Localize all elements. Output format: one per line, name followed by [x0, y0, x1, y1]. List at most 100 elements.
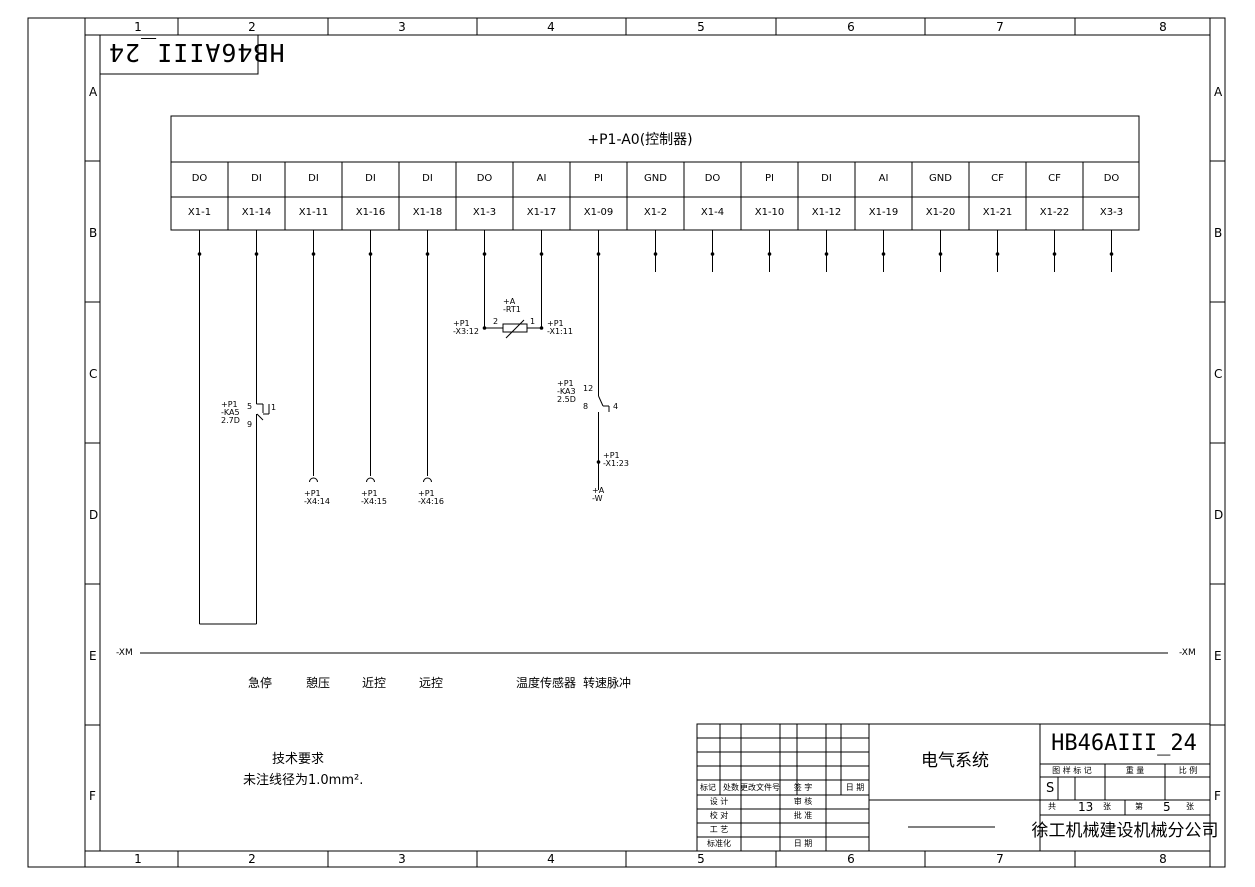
- x4-14-ref: +P1 -X4:14: [304, 489, 330, 506]
- revision-header: 日 期: [845, 783, 865, 792]
- title-company: 徐工机械建设机械分公司: [1031, 821, 1219, 841]
- junction-dot: [254, 252, 259, 256]
- title-block-lines: [696, 723, 1211, 852]
- title-sheet-unit-1: 张: [1103, 802, 1111, 811]
- terminal-cell: X1-17: [526, 207, 557, 218]
- junction-dot: [368, 252, 373, 256]
- junction-dot: [1109, 252, 1114, 256]
- revision-header: 标记: [700, 783, 716, 792]
- terminal-cell: X1-12: [811, 207, 842, 218]
- junction-dot: [425, 252, 430, 256]
- signal-type-cell: PI: [765, 173, 774, 184]
- title-h-weight: 重 量: [1125, 766, 1145, 775]
- terminal-cell: X1-19: [868, 207, 899, 218]
- controller-title: +P1-A0(控制器): [587, 132, 693, 148]
- signal-type-cell: GND: [644, 173, 667, 184]
- column-number-bottom: 8: [1159, 852, 1167, 866]
- junction-dot: [596, 252, 601, 256]
- junction-dot: [482, 326, 487, 330]
- title-total-label: 共: [1048, 802, 1056, 811]
- x4-15-ref: +P1 -X4:15: [361, 489, 387, 506]
- ka5-pin-1: 1: [271, 403, 277, 412]
- signal-type-cell: AI: [536, 173, 547, 184]
- row-letter-right: E: [1214, 649, 1222, 663]
- signal-type-cell: CF: [1048, 173, 1061, 184]
- signal-type-cell: DO: [704, 173, 721, 184]
- signal-type-cell: DI: [365, 173, 376, 184]
- w-ref: +A -W: [592, 486, 605, 503]
- column-number-top: 8: [1159, 20, 1167, 34]
- row-letter-left: A: [89, 85, 98, 99]
- junction-dot: [938, 252, 943, 256]
- signal-type-cell: DI: [308, 173, 319, 184]
- notes-line: 未注线径为1.0mm².: [243, 773, 364, 788]
- junction-dot: [311, 252, 316, 256]
- terminal-cell: X1-1: [187, 207, 212, 218]
- title-sheet-unit-2: 张: [1186, 802, 1194, 811]
- rt1-pin-2: 2: [493, 317, 499, 326]
- row-letter-left: D: [89, 508, 99, 522]
- signature-label: 校 对: [709, 811, 729, 820]
- row-ticks: [85, 160, 1225, 726]
- title-sheet-no: 5: [1163, 800, 1171, 814]
- signal-type-cell: PI: [594, 173, 603, 184]
- function-label: 远控: [419, 676, 444, 690]
- column-ticks: [177, 18, 1076, 867]
- column-number-top: 5: [697, 20, 705, 34]
- terminal-cell: X1-20: [925, 207, 956, 218]
- row-letter-left: F: [89, 789, 96, 803]
- rt1-left-connector: +P1 -X3:12: [453, 319, 479, 336]
- terminal-cell: X1-11: [298, 207, 329, 218]
- column-number-bottom: 2: [248, 852, 256, 866]
- title-sheet-label: 第: [1135, 802, 1143, 811]
- ka5-pin-9: 9: [247, 420, 253, 429]
- junction-dot: [653, 252, 658, 256]
- row-letter-left: C: [89, 367, 98, 381]
- function-label: 近控: [362, 676, 387, 690]
- rotated-drawing-number: HB46AIII_24: [108, 38, 285, 67]
- signature-label: 标准化: [707, 839, 731, 848]
- junction-dot: [881, 252, 886, 256]
- signal-type-cell: CF: [991, 173, 1004, 184]
- rt1-ref: +A -RT1: [503, 297, 521, 314]
- signal-type-cell: DI: [821, 173, 832, 184]
- inner-border: [99, 34, 1211, 852]
- junction-dot: [824, 252, 829, 256]
- revision-header: 处数: [723, 783, 739, 792]
- wiring: [199, 230, 1112, 625]
- ka3-pin-4: 4: [613, 402, 619, 411]
- signature-label: 设 计: [709, 797, 729, 806]
- title-drawing-name: 电气系统: [921, 751, 989, 771]
- ka3-pin-8: 8: [583, 402, 589, 411]
- title-h-stage: 图 样 标 记: [1052, 766, 1092, 775]
- signal-type-cell: AI: [878, 173, 889, 184]
- junction-dot: [596, 460, 601, 464]
- row-letter-right: D: [1214, 508, 1224, 522]
- column-number-bottom: 4: [547, 852, 555, 866]
- row-letter-right: B: [1214, 226, 1223, 240]
- column-number-top: 6: [847, 20, 855, 34]
- ka3-pin-12: 12: [583, 384, 594, 393]
- signal-type-cell: GND: [929, 173, 952, 184]
- revision-header: 签 字: [793, 783, 813, 792]
- row-letter-right: A: [1214, 85, 1223, 99]
- terminal-cell: X1-4: [700, 207, 725, 218]
- function-label: 转速脉冲: [583, 676, 632, 690]
- title-stage-mark: S: [1046, 781, 1055, 796]
- signal-type-cell: DO: [1103, 173, 1120, 184]
- terminal-cell: X1-3: [472, 207, 497, 218]
- junction-dot: [197, 252, 202, 256]
- rt1-right-connector: +P1 -X1:11: [547, 319, 573, 336]
- junction-dot: [539, 326, 544, 330]
- function-label: 急停: [248, 676, 273, 690]
- terminal-cell: X1-22: [1039, 207, 1070, 218]
- signal-type-cell: DO: [476, 173, 493, 184]
- bus-label-left: -XM: [116, 648, 133, 658]
- column-number-bottom: 6: [847, 852, 855, 866]
- title-drawing-number: HB46AIII_24: [1051, 731, 1197, 756]
- terminal-cell: X1-10: [754, 207, 785, 218]
- x4-16-ref: +P1 -X4:16: [418, 489, 444, 506]
- column-number-bottom: 7: [996, 852, 1004, 866]
- x1-23-ref: +P1 -X1:23: [603, 451, 629, 468]
- junction-dot: [710, 252, 715, 256]
